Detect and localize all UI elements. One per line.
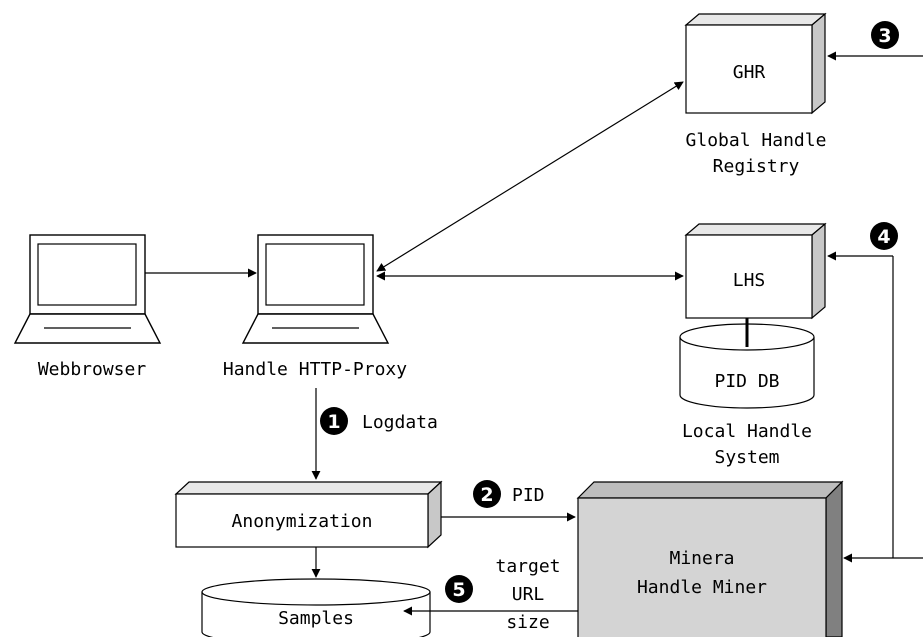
webbrowser-laptop-icon (13, 234, 162, 344)
proxy-laptop-icon (241, 234, 390, 344)
lhs-caption-line1: Local Handle (682, 421, 812, 442)
lhs-box: LHS (684, 222, 827, 320)
minera-handle-miner-box: Minera Handle Miner (576, 480, 844, 637)
webbrowser-caption: Webbrowser (38, 359, 147, 380)
step-5-label-line2: URL (512, 584, 545, 605)
ghr-caption-line1: Global Handle (686, 130, 827, 151)
step-5-label-line1: target (495, 556, 560, 577)
step-5-label-line3: size (506, 612, 549, 633)
step-2-badge: 2 (473, 480, 501, 508)
ghr-label: GHR (733, 62, 766, 83)
pid-db-cylinder: PID DB (679, 323, 815, 409)
samples-label: Samples (278, 608, 354, 629)
anonymization-box: Anonymization (174, 480, 443, 549)
svg-text:4: 4 (877, 226, 890, 248)
svg-text:1: 1 (327, 411, 340, 433)
anonymization-label: Anonymization (232, 511, 373, 532)
step-3-badge: 3 (871, 21, 899, 49)
ghr-box: GHR (684, 12, 827, 115)
step-1-badge: 1 (320, 407, 348, 435)
step-4-badge: 4 (870, 222, 898, 250)
miner-label-line2: Handle Miner (637, 577, 767, 598)
lhs-label: LHS (733, 270, 766, 291)
ghr-caption-line2: Registry (713, 156, 800, 177)
step-5-badge: 5 (445, 575, 473, 603)
svg-text:2: 2 (480, 484, 493, 506)
step-1-label: Logdata (362, 412, 438, 433)
svg-text:5: 5 (452, 579, 465, 601)
svg-text:3: 3 (878, 25, 891, 47)
step-2-label: PID (512, 485, 545, 506)
miner-label-line1: Minera (669, 548, 734, 569)
proxy-caption: Handle HTTP-Proxy (223, 359, 407, 380)
proxy-ghr-arrow (376, 81, 684, 272)
lhs-caption-line2: System (714, 447, 779, 468)
pid-db-label: PID DB (714, 371, 779, 392)
miner-feedback-lines (827, 51, 923, 563)
samples-cylinder: Samples (201, 578, 431, 637)
